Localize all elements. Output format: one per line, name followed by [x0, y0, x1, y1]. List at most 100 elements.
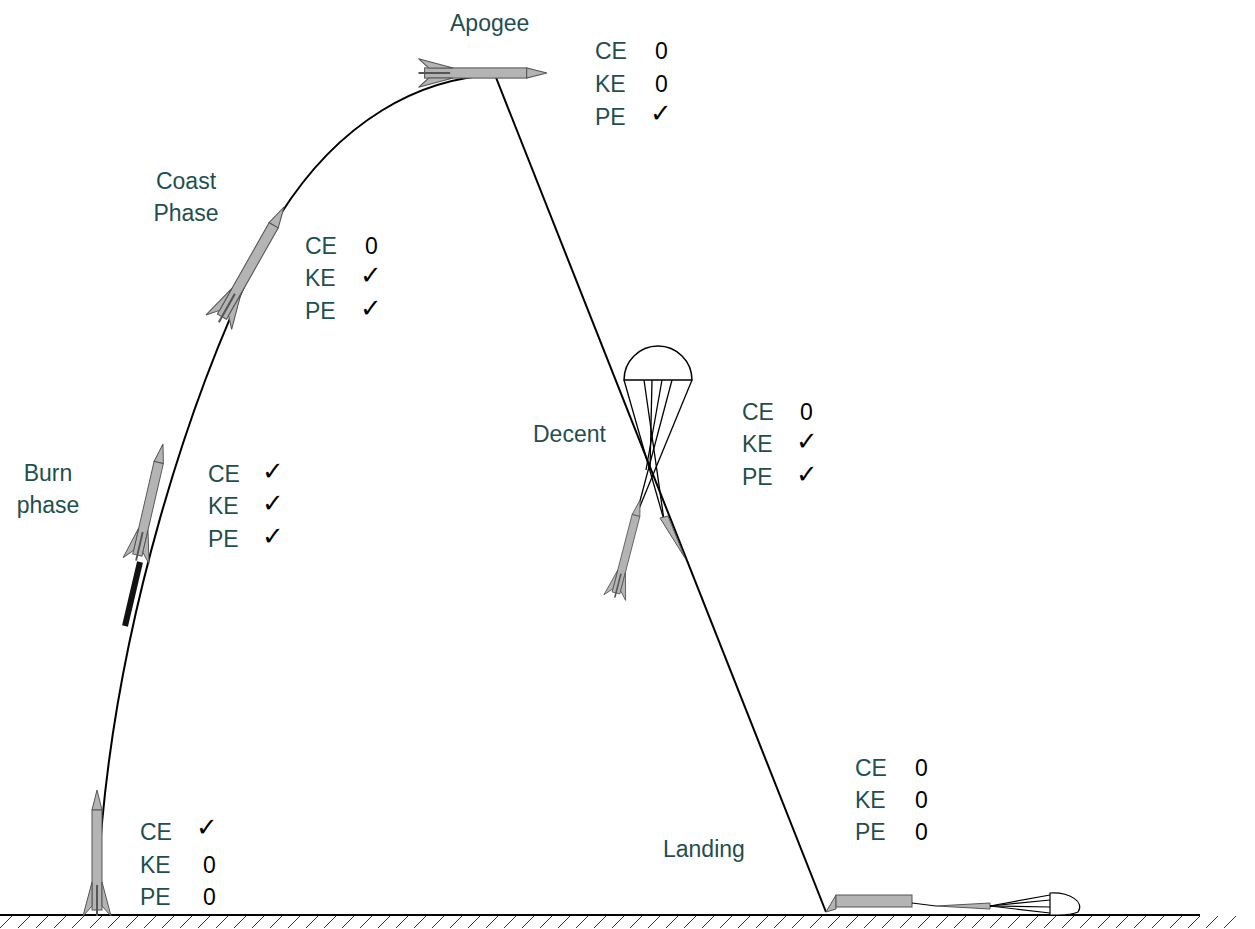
phase-label: Coast Phase [140, 165, 232, 229]
hatch-stroke [0, 916, 12, 928]
hatch-stroke [1152, 916, 1164, 928]
energy-label: PE [742, 466, 773, 489]
energy-value: 0 [203, 854, 216, 877]
hatch-stroke [144, 916, 156, 928]
phase-label: Burn phase [4, 457, 92, 521]
hatch-stroke [1224, 916, 1236, 928]
hatch-stroke [18, 916, 30, 928]
phase-label: Landing [663, 838, 745, 861]
energy-label: CE [595, 40, 627, 63]
check-mark: ✓ [262, 523, 284, 549]
hatch-stroke [360, 916, 372, 928]
energy-value: 0 [655, 40, 668, 63]
energy-label: PE [855, 821, 886, 844]
hatch-stroke [630, 916, 642, 928]
hatch-stroke [648, 916, 660, 928]
hatch-stroke [378, 916, 390, 928]
hatch-stroke [468, 916, 480, 928]
hatch-stroke [1044, 916, 1056, 928]
rocket-landed [826, 895, 990, 912]
hatch-stroke [234, 916, 246, 928]
energy-label: CE [208, 463, 240, 486]
hatch-stroke [36, 916, 48, 928]
hatch-stroke [918, 916, 930, 928]
energy-value: 0 [800, 401, 813, 424]
ground-hatching [0, 916, 1236, 928]
hatch-stroke [108, 916, 120, 928]
nose-cone [660, 516, 685, 558]
hatch-stroke [522, 916, 534, 928]
rocket-descending [604, 497, 651, 600]
check-mark: ✓ [196, 814, 218, 840]
shroud-lines [624, 380, 692, 520]
hatch-stroke [684, 916, 696, 928]
hatch-stroke [270, 916, 282, 928]
energy-label: PE [208, 528, 239, 551]
hatch-stroke [342, 916, 354, 928]
energy-label: KE [208, 495, 239, 518]
energy-label: CE [305, 235, 337, 258]
check-mark: ✓ [796, 428, 818, 454]
hatch-stroke [216, 916, 228, 928]
hatch-stroke [54, 916, 66, 928]
hatch-stroke [72, 916, 84, 928]
energy-label: CE [140, 821, 172, 844]
hatch-stroke [1008, 916, 1020, 928]
energy-label: KE [140, 854, 171, 877]
hatch-stroke [900, 916, 912, 928]
hatch-stroke [864, 916, 876, 928]
energy-label: KE [742, 433, 773, 456]
hatch-stroke [450, 916, 462, 928]
check-mark: ✓ [262, 490, 284, 516]
energy-value: 0 [915, 789, 928, 812]
hatch-stroke [1170, 916, 1182, 928]
hatch-stroke [720, 916, 732, 928]
hatch-stroke [288, 916, 300, 928]
hatch-stroke [972, 916, 984, 928]
hatch-stroke [1080, 916, 1092, 928]
descent-trajectory [495, 75, 826, 912]
hatch-stroke [774, 916, 786, 928]
energy-label: PE [595, 106, 626, 129]
parachute-canopy [624, 346, 692, 380]
energy-label: CE [742, 401, 774, 424]
energy-value: 0 [655, 73, 668, 96]
energy-label: PE [305, 300, 336, 323]
hatch-stroke [1188, 916, 1200, 928]
energy-label: KE [595, 73, 626, 96]
hatch-stroke [756, 916, 768, 928]
hatch-stroke [1134, 916, 1146, 928]
hatch-stroke [306, 916, 318, 928]
check-mark: ✓ [262, 458, 284, 484]
check-mark: ✓ [360, 262, 382, 288]
hatch-stroke [990, 916, 1002, 928]
hatch-stroke [558, 916, 570, 928]
hatch-stroke [810, 916, 822, 928]
energy-label: KE [855, 789, 886, 812]
hatch-stroke [1062, 916, 1074, 928]
hatch-stroke [936, 916, 948, 928]
hatch-stroke [594, 916, 606, 928]
hatch-stroke [1116, 916, 1128, 928]
parachute-on-ground [912, 893, 1080, 915]
phase-label: Apogee [450, 12, 529, 35]
hatch-stroke [882, 916, 894, 928]
rocket-on-pad [83, 790, 111, 916]
hatch-stroke [792, 916, 804, 928]
rocket-at-apogee [418, 59, 547, 88]
hatch-stroke [396, 916, 408, 928]
hatch-stroke [1026, 916, 1038, 928]
hatch-stroke [180, 916, 192, 928]
check-mark: ✓ [796, 461, 818, 487]
energy-value: 0 [203, 886, 216, 909]
hatch-stroke [828, 916, 840, 928]
check-mark: ✓ [650, 100, 672, 126]
hatch-stroke [414, 916, 426, 928]
hatch-stroke [846, 916, 858, 928]
rocket-burning [123, 441, 176, 564]
rocket-coasting [206, 200, 297, 330]
phase-label: Decent [531, 423, 608, 446]
hatch-stroke [738, 916, 750, 928]
